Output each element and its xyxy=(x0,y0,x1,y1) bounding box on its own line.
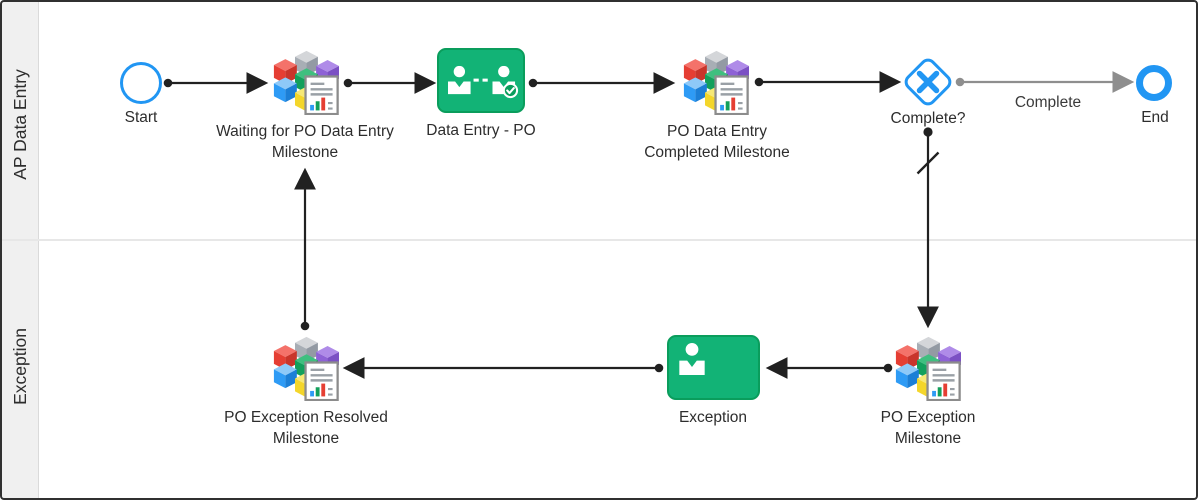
default-flow-slash xyxy=(916,151,940,175)
lane-header-strip xyxy=(2,2,39,498)
exception-task[interactable] xyxy=(667,335,760,400)
completed-milestone-label: PO Data Entry Completed Milestone xyxy=(644,123,790,161)
flow-gateway-to-end-complete[interactable] xyxy=(955,71,1135,93)
flow-resolved-to-waiting[interactable] xyxy=(294,167,316,331)
exception-task-label: Exception xyxy=(678,409,748,426)
flow-exceptionms-to-exceptiontask[interactable] xyxy=(765,357,893,379)
flow-start-to-waiting[interactable] xyxy=(163,72,269,94)
completed-milestone milestone-cubes-report-icon[interactable] xyxy=(681,49,751,115)
start-event[interactable] xyxy=(120,62,162,104)
lane-divider xyxy=(2,239,1196,241)
resolved-milestone milestone-cubes-report-icon[interactable] xyxy=(271,335,341,401)
user-icon xyxy=(679,343,705,375)
resolved-milestone-label: PO Exception Resolved Milestone xyxy=(224,409,388,447)
complete-flow-label: Complete xyxy=(1014,94,1082,111)
flow-waiting-to-dataentry[interactable] xyxy=(343,72,437,94)
flow-completed-to-gateway[interactable] xyxy=(754,71,902,93)
end-event[interactable] xyxy=(1136,65,1172,101)
flow-gateway-to-exception-default[interactable] xyxy=(916,127,940,329)
start-event-label: Start xyxy=(124,109,158,126)
flow-dataentry-to-completed[interactable] xyxy=(528,72,676,94)
data-entry-task-label: Data Entry - PO xyxy=(426,122,536,139)
exception-milestone milestone-cubes-report-icon[interactable] xyxy=(893,335,963,401)
data-entry-task[interactable] xyxy=(437,48,525,113)
flow-exceptiontask-to-resolved[interactable] xyxy=(342,357,664,379)
exception-milestone-label: PO Exception Milestone xyxy=(880,409,976,447)
waiting-milestone milestone-cubes-report-icon[interactable] xyxy=(271,49,341,115)
gateway-label: Complete? xyxy=(890,110,966,127)
two-users-check-icon xyxy=(448,65,519,99)
waiting-milestone-label: Waiting for PO Data Entry Milestone xyxy=(216,123,394,161)
end-event-label: End xyxy=(1141,109,1169,126)
complete-gateway x-gateway-icon[interactable] xyxy=(898,52,958,112)
